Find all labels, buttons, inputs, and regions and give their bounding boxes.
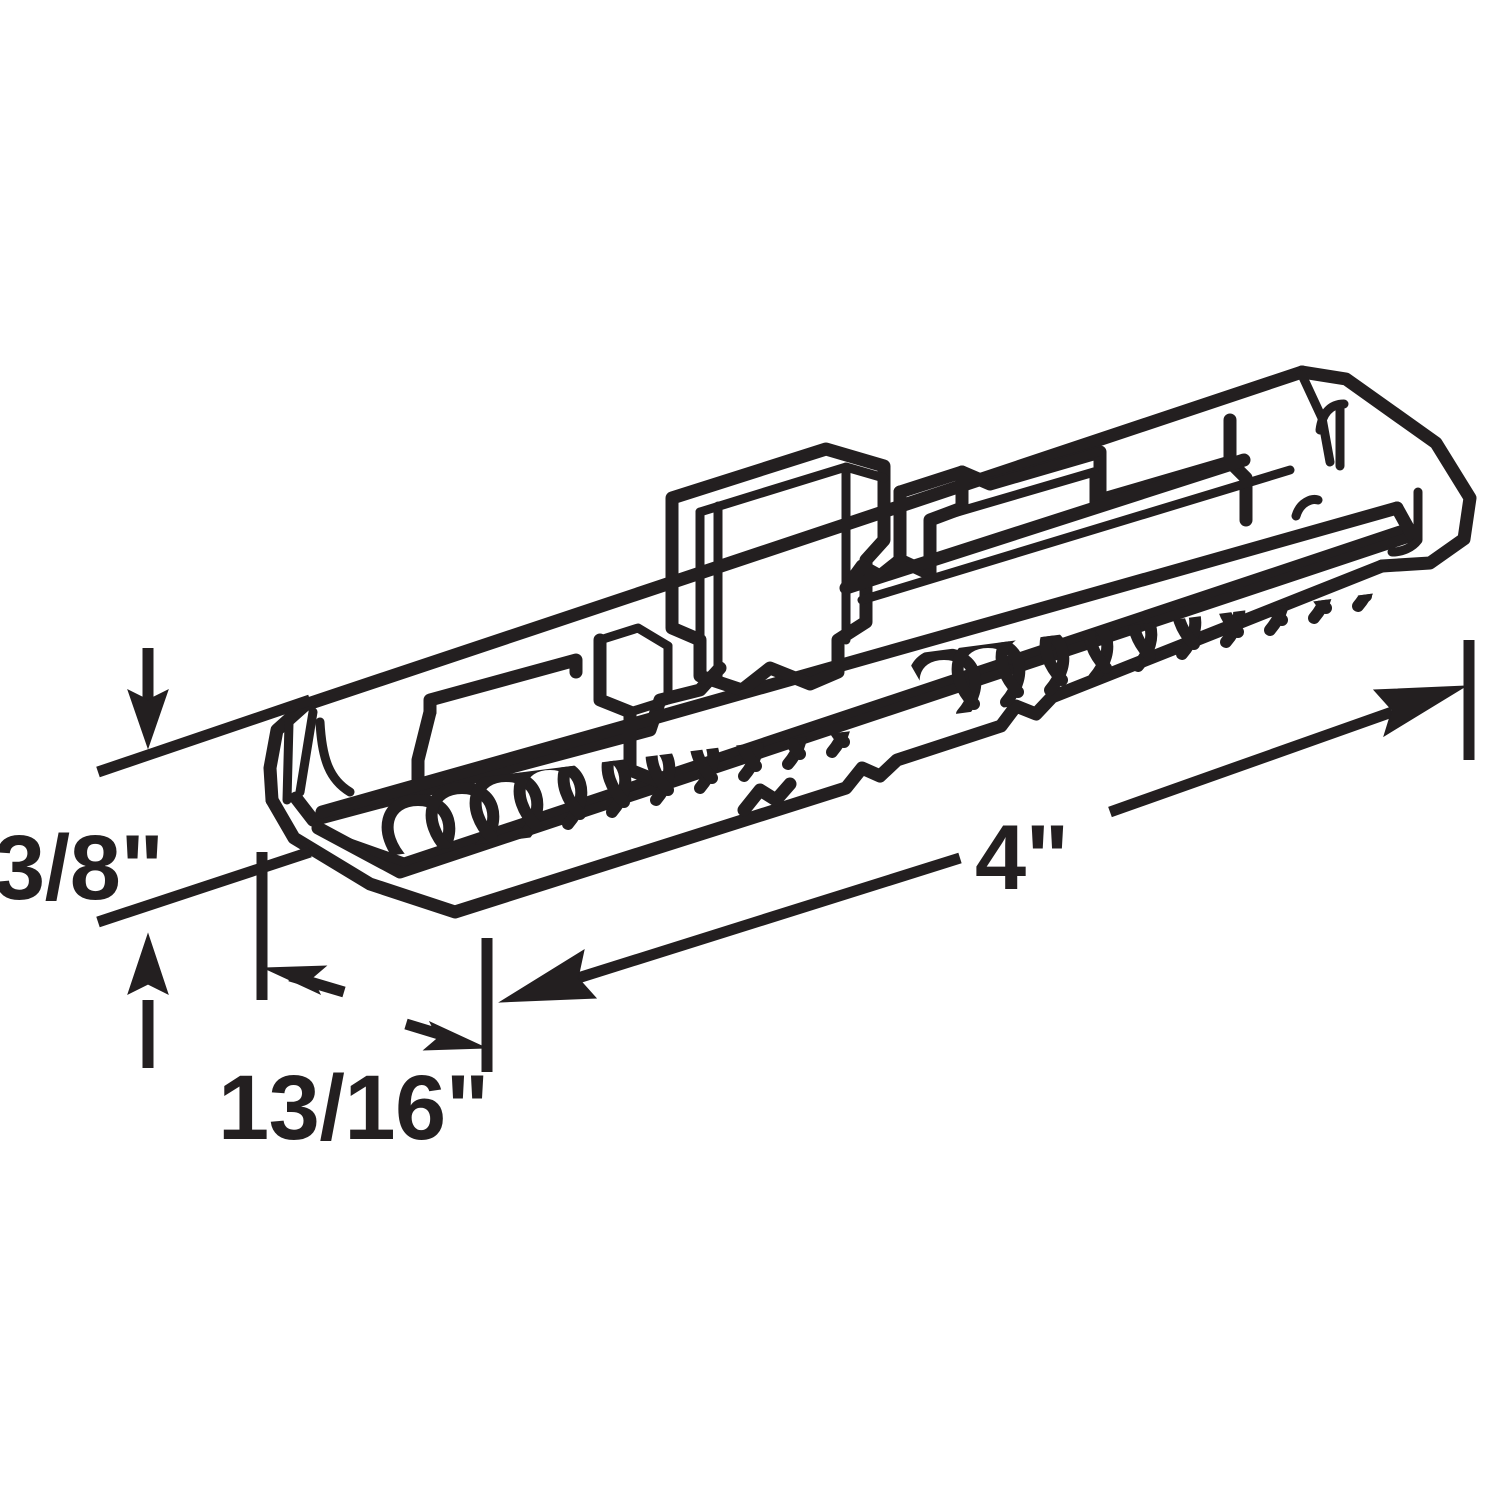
channel-right-end-lip <box>1390 501 1419 542</box>
right-block-front-face <box>925 467 1099 525</box>
left-end-inner-curve <box>315 717 355 797</box>
dimension-label-length: 4" <box>975 807 1069 909</box>
upper-long-ridge <box>839 453 1251 595</box>
right-block-top-ridge <box>985 447 1103 489</box>
arrowhead-length-left <box>498 852 962 1003</box>
right-end-cap <box>1295 365 1477 573</box>
dimension-length <box>481 640 1475 1072</box>
arrowhead-depth-left <box>263 965 346 998</box>
dimension-height <box>96 648 312 1068</box>
arrowhead-height-bottom <box>127 932 169 1068</box>
left-end-chamfer-line-2 <box>282 718 294 805</box>
arrowhead-depth-right <box>404 1018 487 1051</box>
upper-long-ridge-lower <box>857 465 1295 605</box>
front-notch <box>737 777 797 817</box>
arrowhead-height-top <box>127 648 169 750</box>
left-ledge-block-top <box>595 623 673 651</box>
body-top-back-edge <box>298 365 1309 712</box>
nose-inner-curve <box>1315 399 1349 435</box>
top-plate-step-left <box>423 653 583 719</box>
extension-line-height-top <box>96 694 312 778</box>
spring-end-hook <box>1291 495 1323 521</box>
left-ledge-block-face <box>625 641 673 717</box>
right-block-left-end <box>893 465 969 581</box>
left-end-cap <box>263 698 312 807</box>
body-bottom-front-outer <box>265 559 1389 919</box>
dimension-label-height: 3/8" <box>0 817 164 919</box>
nose-tick-2 <box>1387 487 1423 557</box>
arrowhead-length-right <box>1108 685 1467 818</box>
part-body <box>263 365 1477 919</box>
top-plate-step-left-lower <box>411 705 437 786</box>
channel-back-wall <box>315 501 1404 819</box>
dimension-label-depth: 13/16" <box>218 1057 489 1159</box>
left-end-chamfer-line <box>295 707 318 797</box>
extension-line-height-bottom <box>96 846 312 928</box>
channel-front-rail-inner <box>331 525 1405 867</box>
